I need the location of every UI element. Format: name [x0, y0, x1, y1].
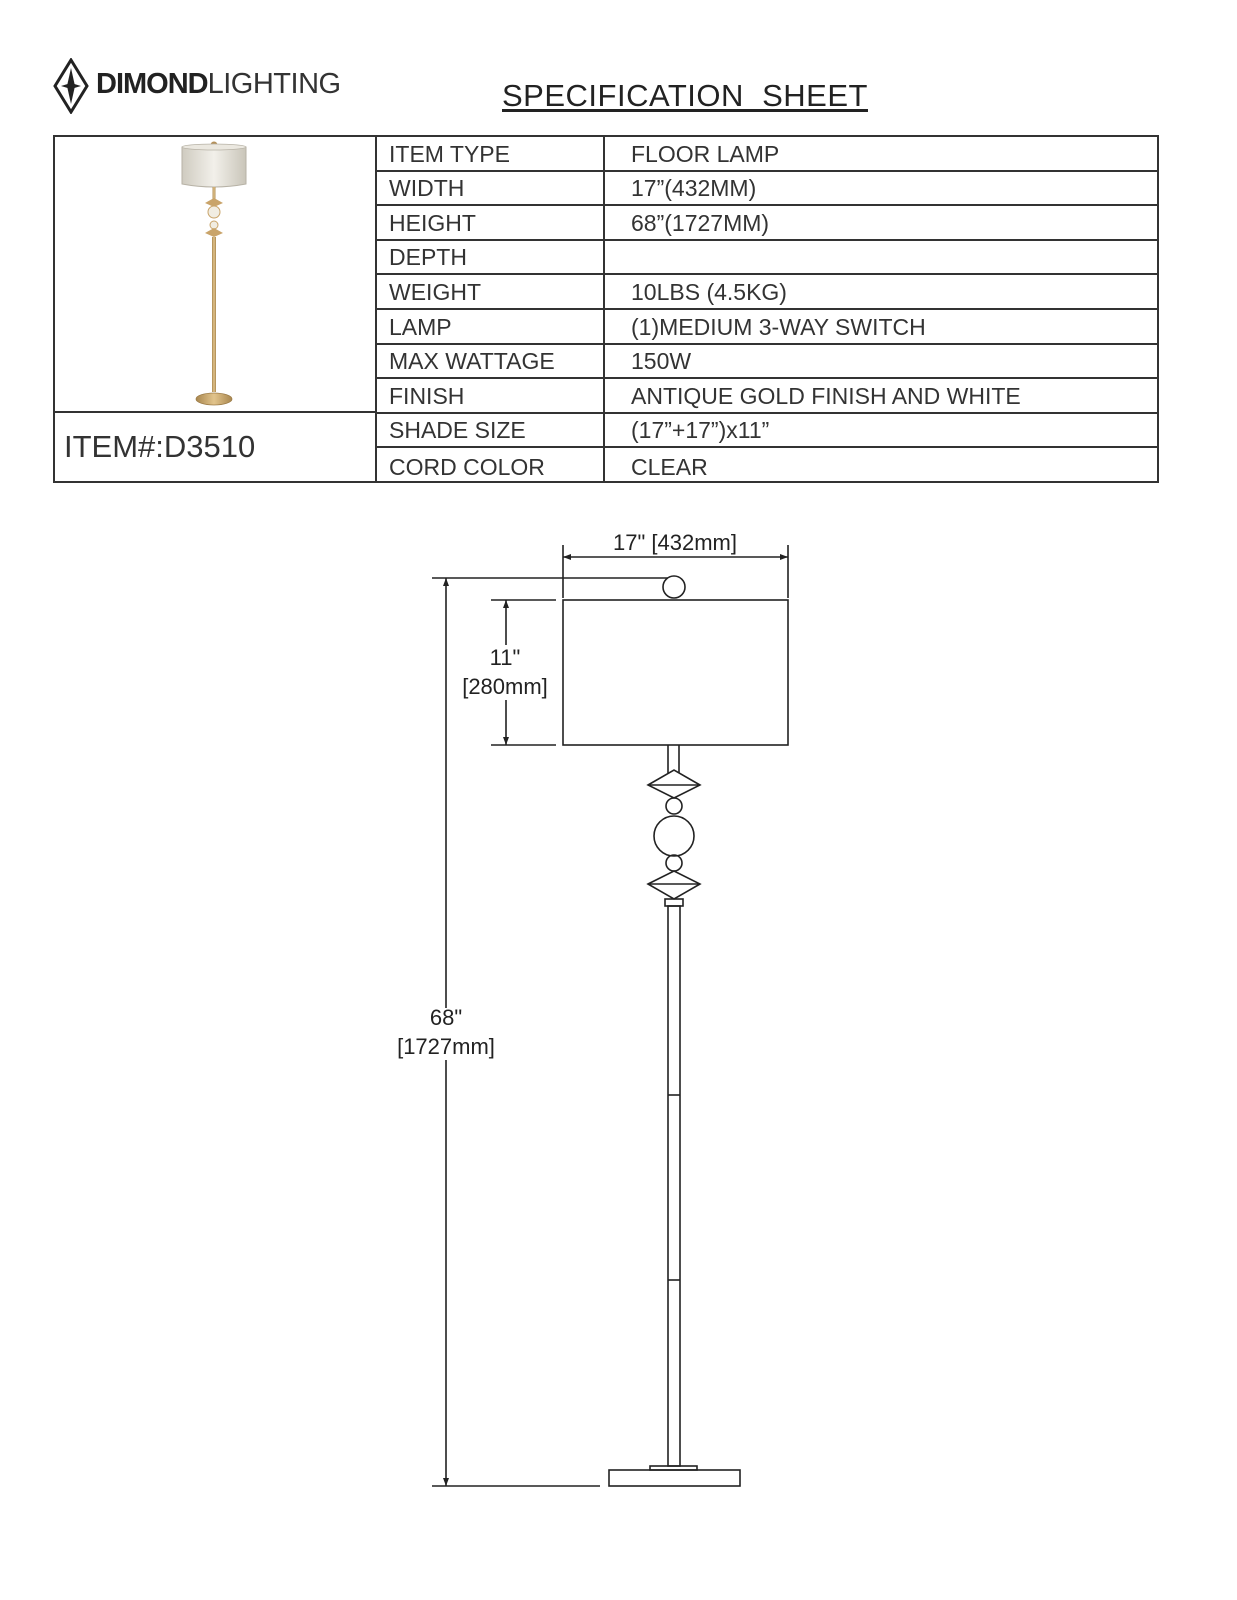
spec-key: LAMP [389, 313, 452, 340]
shade-height-label-mm: [280mm] [462, 674, 548, 699]
total-height-label-inches: 68" [429, 1005, 463, 1030]
item-number: ITEM#:D3510 [64, 429, 256, 464]
spec-row: HEIGHT 68”(1727MM) [377, 206, 1159, 241]
spec-row: CORD COLOR CLEAR [377, 448, 1159, 483]
brand-logo: DIMONDLIGHTING [52, 58, 392, 114]
spec-row: MAX WATTAGE 150W [377, 344, 1159, 380]
spec-value: (1)MEDIUM 3-WAY SWITCH [631, 313, 926, 340]
lamp-shade [562, 599, 789, 746]
spec-value: ANTIQUE GOLD FINISH AND WHITE [631, 382, 1021, 409]
item-number-cell: ITEM#:D3510 [55, 413, 377, 483]
spec-value: 17”(432MM) [631, 175, 757, 202]
spec-rows: ITEM TYPE FLOOR LAMP WIDTH 17”(432MM) HEIG… [377, 137, 1159, 483]
lower-diamond [646, 870, 702, 900]
lamp-pole [667, 905, 681, 1467]
shade-height-label-inches: 11" [489, 645, 521, 670]
spec-key: DEPTH [389, 244, 467, 271]
spec-row: SHADE SIZE (17”+17”)x11” [377, 413, 1159, 449]
spec-value: (17”+17”)x11” [631, 417, 770, 444]
spec-value: FLOOR LAMP [631, 140, 780, 167]
floor-lamp-photo [181, 141, 247, 406]
spec-row: LAMP (1)MEDIUM 3-WAY SWITCH [377, 309, 1159, 345]
product-photo [55, 137, 377, 413]
spec-row: WIDTH 17”(432MM) [377, 171, 1159, 207]
spec-key: FINISH [389, 382, 465, 409]
finial [662, 575, 686, 599]
spec-value: CLEAR [631, 453, 708, 480]
total-height-label-mm: [1727mm] [397, 1034, 495, 1059]
lamp-base [608, 1469, 741, 1487]
upper-diamond [646, 769, 702, 799]
spec-key: WEIGHT [389, 278, 481, 305]
spec-row: DEPTH [377, 240, 1159, 276]
spec-key: WIDTH [389, 175, 465, 202]
logo-wordmark: DIMONDLIGHTING [96, 68, 341, 101]
spec-row: ITEM TYPE FLOOR LAMP [377, 137, 1159, 172]
spec-key: HEIGHT [389, 209, 476, 236]
center-ball [653, 815, 695, 857]
spec-value: 150W [631, 348, 692, 375]
spec-key: MAX WATTAGE [389, 348, 555, 375]
spec-key: ITEM TYPE [389, 140, 510, 167]
spec-key: CORD COLOR [389, 453, 545, 480]
spec-value: 68”(1727MM) [631, 209, 770, 236]
logo-light-text: LIGHTING [207, 68, 341, 100]
width-dimension-label: 17" [432mm] [613, 530, 737, 555]
spec-row: FINISH ANTIQUE GOLD FINISH AND WHITE [377, 379, 1159, 414]
diamond-logo-icon [53, 58, 89, 114]
logo-bold-text: DIMOND [96, 68, 209, 100]
spec-row: WEIGHT 10LBS (4.5KG) [377, 275, 1159, 310]
page-title: SPECIFICATION SHEET [502, 78, 868, 113]
spec-table: ITEM#:D3510 ITEM TYPE FLOOR LAMP WIDTH 17”… [53, 135, 1159, 483]
spec-key: SHADE SIZE [389, 417, 526, 444]
spec-value: 10LBS (4.5KG) [631, 278, 787, 305]
